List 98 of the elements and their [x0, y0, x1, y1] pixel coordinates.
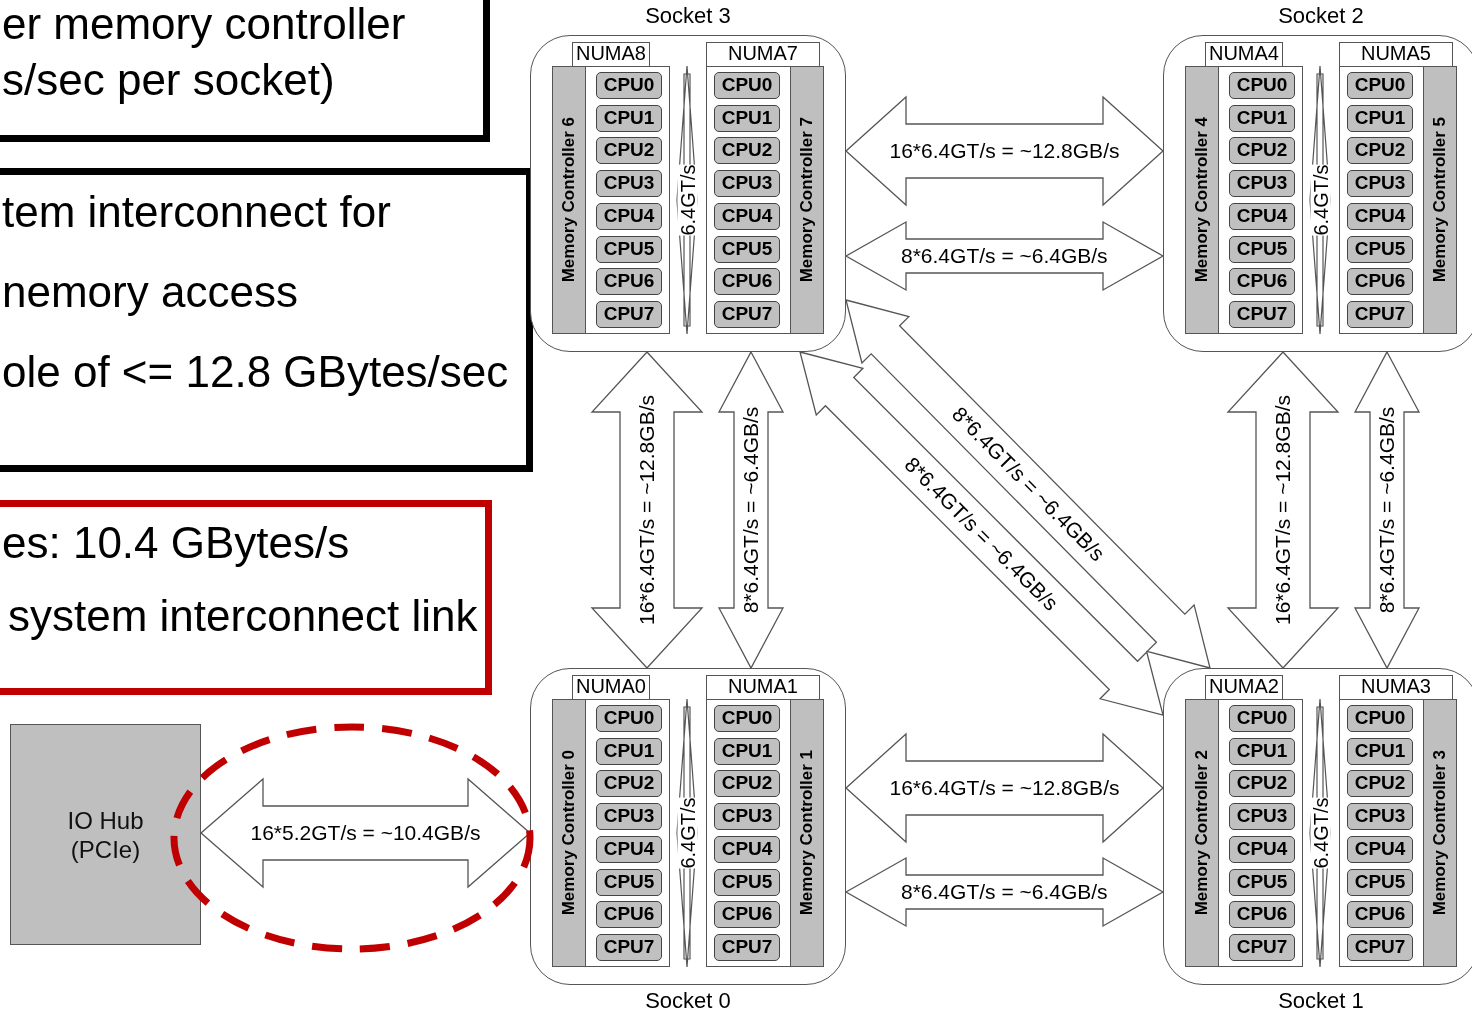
cpu-box: CPU7	[1229, 934, 1295, 961]
cpu-box: CPU3	[714, 170, 780, 197]
cpu-box: CPU3	[1229, 170, 1295, 197]
socket-label: Socket 2	[1277, 3, 1365, 29]
cpu-box: CPU5	[596, 236, 662, 263]
note-text: ole of <= 12.8 GBytes/sec	[2, 350, 509, 394]
note-text: es: 10.4 GBytes/s	[2, 521, 350, 565]
note-box	[0, 500, 492, 695]
link-label: 6.4GT/s	[1310, 797, 1331, 869]
cpu-box: CPU3	[596, 170, 662, 197]
link-label: 6.4GT/s	[1310, 164, 1331, 236]
cpu-box: CPU0	[1229, 705, 1295, 732]
cpu-box: CPU3	[1347, 170, 1413, 197]
cpu-box: CPU7	[596, 301, 662, 328]
cpu-box: CPU2	[1229, 770, 1295, 797]
cpu-box: CPU7	[1347, 934, 1413, 961]
cpu-box: CPU2	[596, 137, 662, 164]
cpu-box: CPU7	[1347, 301, 1413, 328]
cpu-box: CPU4	[714, 836, 780, 863]
cpu-box: CPU4	[714, 203, 780, 230]
cpu-box: CPU1	[1347, 738, 1413, 765]
cpu-box: CPU7	[1229, 301, 1295, 328]
socket-label: Socket 1	[1277, 988, 1365, 1012]
cpu-box: CPU0	[1229, 72, 1295, 99]
cpu-box: CPU1	[596, 738, 662, 765]
cpu-box: CPU5	[1347, 869, 1413, 896]
cpu-box: CPU5	[1229, 869, 1295, 896]
memory-controller-bar: Memory Controller 0	[552, 699, 586, 967]
numa-tab: NUMA8	[572, 42, 650, 67]
cpu-box: CPU1	[714, 738, 780, 765]
cpu-box: CPU4	[596, 203, 662, 230]
note-text: tem interconnect for	[2, 190, 391, 234]
note-text: er memory controller	[2, 2, 406, 46]
numa-tab: NUMA3	[1339, 675, 1453, 700]
cpu-box: CPU6	[1229, 901, 1295, 928]
cpu-box: CPU0	[714, 72, 780, 99]
cpu-box: CPU4	[1347, 836, 1413, 863]
cpu-box: CPU0	[596, 72, 662, 99]
cpu-box: CPU0	[596, 705, 662, 732]
cpu-box: CPU2	[714, 770, 780, 797]
cpu-box: CPU2	[1347, 770, 1413, 797]
cpu-box: CPU3	[714, 803, 780, 830]
cpu-box: CPU2	[714, 137, 780, 164]
cpu-box: CPU4	[1347, 203, 1413, 230]
cpu-box: CPU6	[1347, 268, 1413, 295]
link-label: 6.4GT/s	[677, 797, 698, 869]
cpu-box: CPU4	[1229, 203, 1295, 230]
memory-controller-bar: Memory Controller 7	[790, 66, 824, 334]
memory-controller-bar: Memory Controller 5	[1423, 66, 1457, 334]
cpu-box: CPU6	[596, 268, 662, 295]
cpu-box: CPU6	[1229, 268, 1295, 295]
socket-label: Socket 0	[644, 988, 732, 1012]
cpu-box: CPU2	[596, 770, 662, 797]
cpu-box: CPU1	[1229, 738, 1295, 765]
socket-label: Socket 3	[644, 3, 732, 29]
cpu-box: CPU1	[596, 105, 662, 132]
note-text: nemory access	[2, 270, 298, 314]
numa-tab: NUMA4	[1205, 42, 1283, 67]
memory-controller-bar: Memory Controller 1	[790, 699, 824, 967]
cpu-box: CPU5	[1229, 236, 1295, 263]
numa-tab: NUMA0	[572, 675, 650, 700]
cpu-box: CPU3	[1347, 803, 1413, 830]
cpu-box: CPU5	[714, 869, 780, 896]
cpu-box: CPU0	[1347, 705, 1413, 732]
cpu-box: CPU7	[714, 934, 780, 961]
cpu-box: CPU6	[596, 901, 662, 928]
hub-box: IO Hub (PCIe)	[10, 724, 201, 945]
cpu-box: CPU1	[1347, 105, 1413, 132]
cpu-box: CPU0	[1347, 72, 1413, 99]
note-text: s/sec per socket)	[2, 58, 335, 102]
numa-tab: NUMA1	[706, 675, 820, 700]
cpu-box: CPU3	[1229, 803, 1295, 830]
memory-controller-bar: Memory Controller 6	[552, 66, 586, 334]
numa-tab: NUMA2	[1205, 675, 1283, 700]
cpu-box: CPU2	[1229, 137, 1295, 164]
cpu-box: CPU1	[714, 105, 780, 132]
link-label: 6.4GT/s	[677, 164, 698, 236]
numa-tab: NUMA7	[706, 42, 820, 67]
cpu-box: CPU4	[1229, 836, 1295, 863]
note-box	[0, 0, 490, 142]
cpu-box: CPU0	[714, 705, 780, 732]
cpu-box: CPU7	[714, 301, 780, 328]
cpu-box: CPU3	[596, 803, 662, 830]
note-text: system interconnect link	[8, 594, 478, 638]
cpu-box: CPU5	[714, 236, 780, 263]
cpu-box: CPU6	[714, 901, 780, 928]
cpu-box: CPU5	[1347, 236, 1413, 263]
memory-controller-bar: Memory Controller 4	[1185, 66, 1219, 334]
memory-controller-bar: Memory Controller 3	[1423, 699, 1457, 967]
cpu-box: CPU2	[1347, 137, 1413, 164]
cpu-box: CPU6	[1347, 901, 1413, 928]
numa-tab: NUMA5	[1339, 42, 1453, 67]
cpu-box: CPU4	[596, 836, 662, 863]
memory-controller-bar: Memory Controller 2	[1185, 699, 1219, 967]
cpu-box: CPU6	[714, 268, 780, 295]
cpu-box: CPU7	[596, 934, 662, 961]
cpu-box: CPU5	[596, 869, 662, 896]
cpu-box: CPU1	[1229, 105, 1295, 132]
